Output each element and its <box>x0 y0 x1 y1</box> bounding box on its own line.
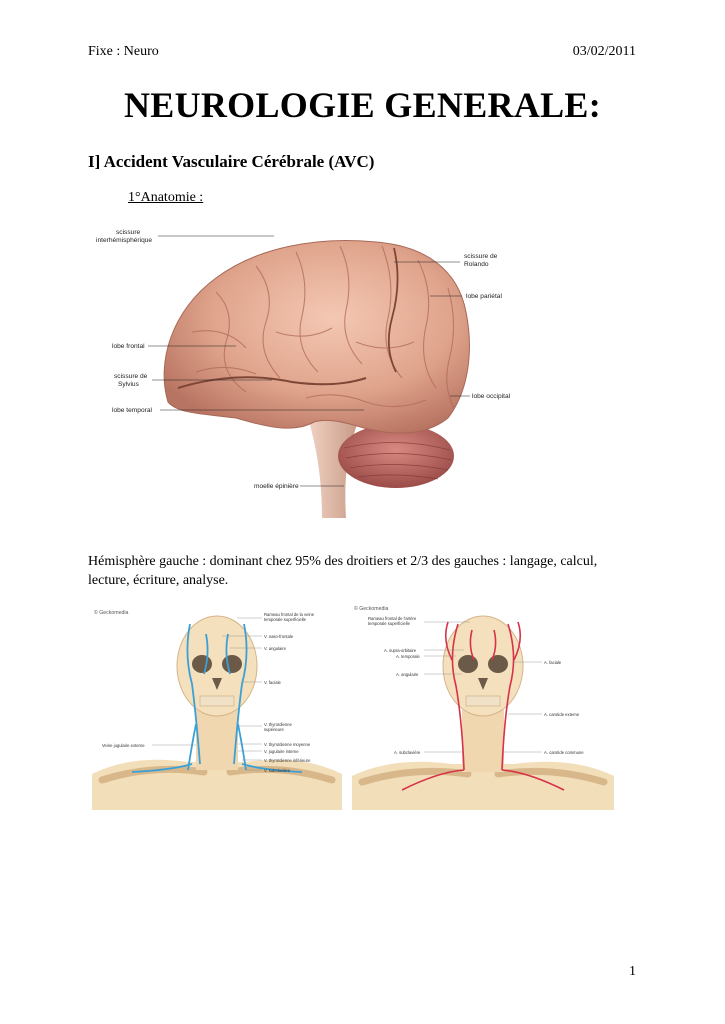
label-sylvius: scissure de <box>114 373 148 380</box>
label-v-thyroidienne-sup: V. thyroïdienne <box>264 722 292 727</box>
label-a-angulaire: A. angulaire <box>396 672 419 677</box>
label-scissure-inter: scissure <box>116 229 141 236</box>
central-sulcus <box>387 247 399 373</box>
label-v-naso-frontale: V. naso-frontale <box>264 634 294 639</box>
hemisphere-paragraph: Hémisphère gauche : dominant chez 95% de… <box>88 554 598 588</box>
label-moelle-epiniere: moelle épinière <box>254 483 299 490</box>
header-left: Fixe : Neuro <box>88 44 159 59</box>
label-v-thyroidienne-moy: V. thyroïdienne moyenne <box>264 742 311 747</box>
label-v-faciale: V. faciale <box>264 680 282 685</box>
label-v-subclaviere: V. subclavière <box>264 768 291 773</box>
cerebellum <box>338 424 454 488</box>
label-lobe-parietal: lobe pariétal <box>466 293 502 300</box>
label-v-jugulaire-externe: Veine jugulaire externe <box>102 743 145 748</box>
page-title: NEUROLOGIE GENERALE: <box>123 85 602 125</box>
label-lobe-frontal: lobe frontal <box>112 343 145 350</box>
label-v-thyroidienne-inf: V. thyroïdienne inférieure <box>264 758 311 763</box>
head-arteries-figure: © Geckomedia Rameau frontal de l'artère … <box>352 600 614 810</box>
label-v-jugulaire-interne: V. jugulaire interne <box>264 749 299 754</box>
section-heading: I] Accident Vasculaire Cérébrale (AVC) <box>88 152 375 171</box>
label-v-thyroidienne-sup-2: supérieure <box>264 727 284 732</box>
label-interhemispherique: interhémisphérique <box>96 237 152 244</box>
label-rameau-artere: Rameau frontal de l'artère <box>368 616 417 621</box>
label-rolando: scissure de <box>464 253 498 260</box>
cerebrum <box>163 240 470 434</box>
label-rameau-veine-2: temporale superficielle <box>264 617 307 622</box>
label-a-faciale: A. faciale <box>544 660 562 665</box>
label-v-angulaire: V. angulaire <box>264 646 287 651</box>
label-rameau-veine: Rameau frontal de la veine <box>264 612 315 617</box>
label-lobe-occipital: lobe occipital <box>472 393 511 400</box>
subheading: 1°Anatomie : <box>128 190 204 205</box>
label-a-carotide-commune: A. carotide commune <box>544 750 584 755</box>
label-a-carotide-externe: A. carotide externe <box>544 712 580 717</box>
veins-credit: © Geckomedia <box>94 609 128 616</box>
label-lobe-temporal: lobe temporal <box>112 407 152 414</box>
label-a-subclaviere: A. subclavière <box>394 750 421 755</box>
label-a-temporale: A. temporale <box>396 654 420 659</box>
label-sylvius-2: Sylvius <box>118 381 140 388</box>
brain-anatomy-figure: scissure interhémisphérique scissure de … <box>96 229 511 518</box>
head-veins-figure: © Geckomedia Rameau frontal de la veine … <box>92 604 342 810</box>
sylvian-fissure <box>177 376 367 389</box>
arteries-credit: © Geckomedia <box>354 605 388 612</box>
page-number: 1 <box>629 964 636 979</box>
header-date: 03/02/2011 <box>572 44 636 59</box>
label-rameau-artere-2: temporale superficielle <box>368 621 411 626</box>
label-rolando-2: Rolando <box>464 261 489 268</box>
label-a-supra-orbitaire: A. supra-orbitaire <box>384 648 417 653</box>
